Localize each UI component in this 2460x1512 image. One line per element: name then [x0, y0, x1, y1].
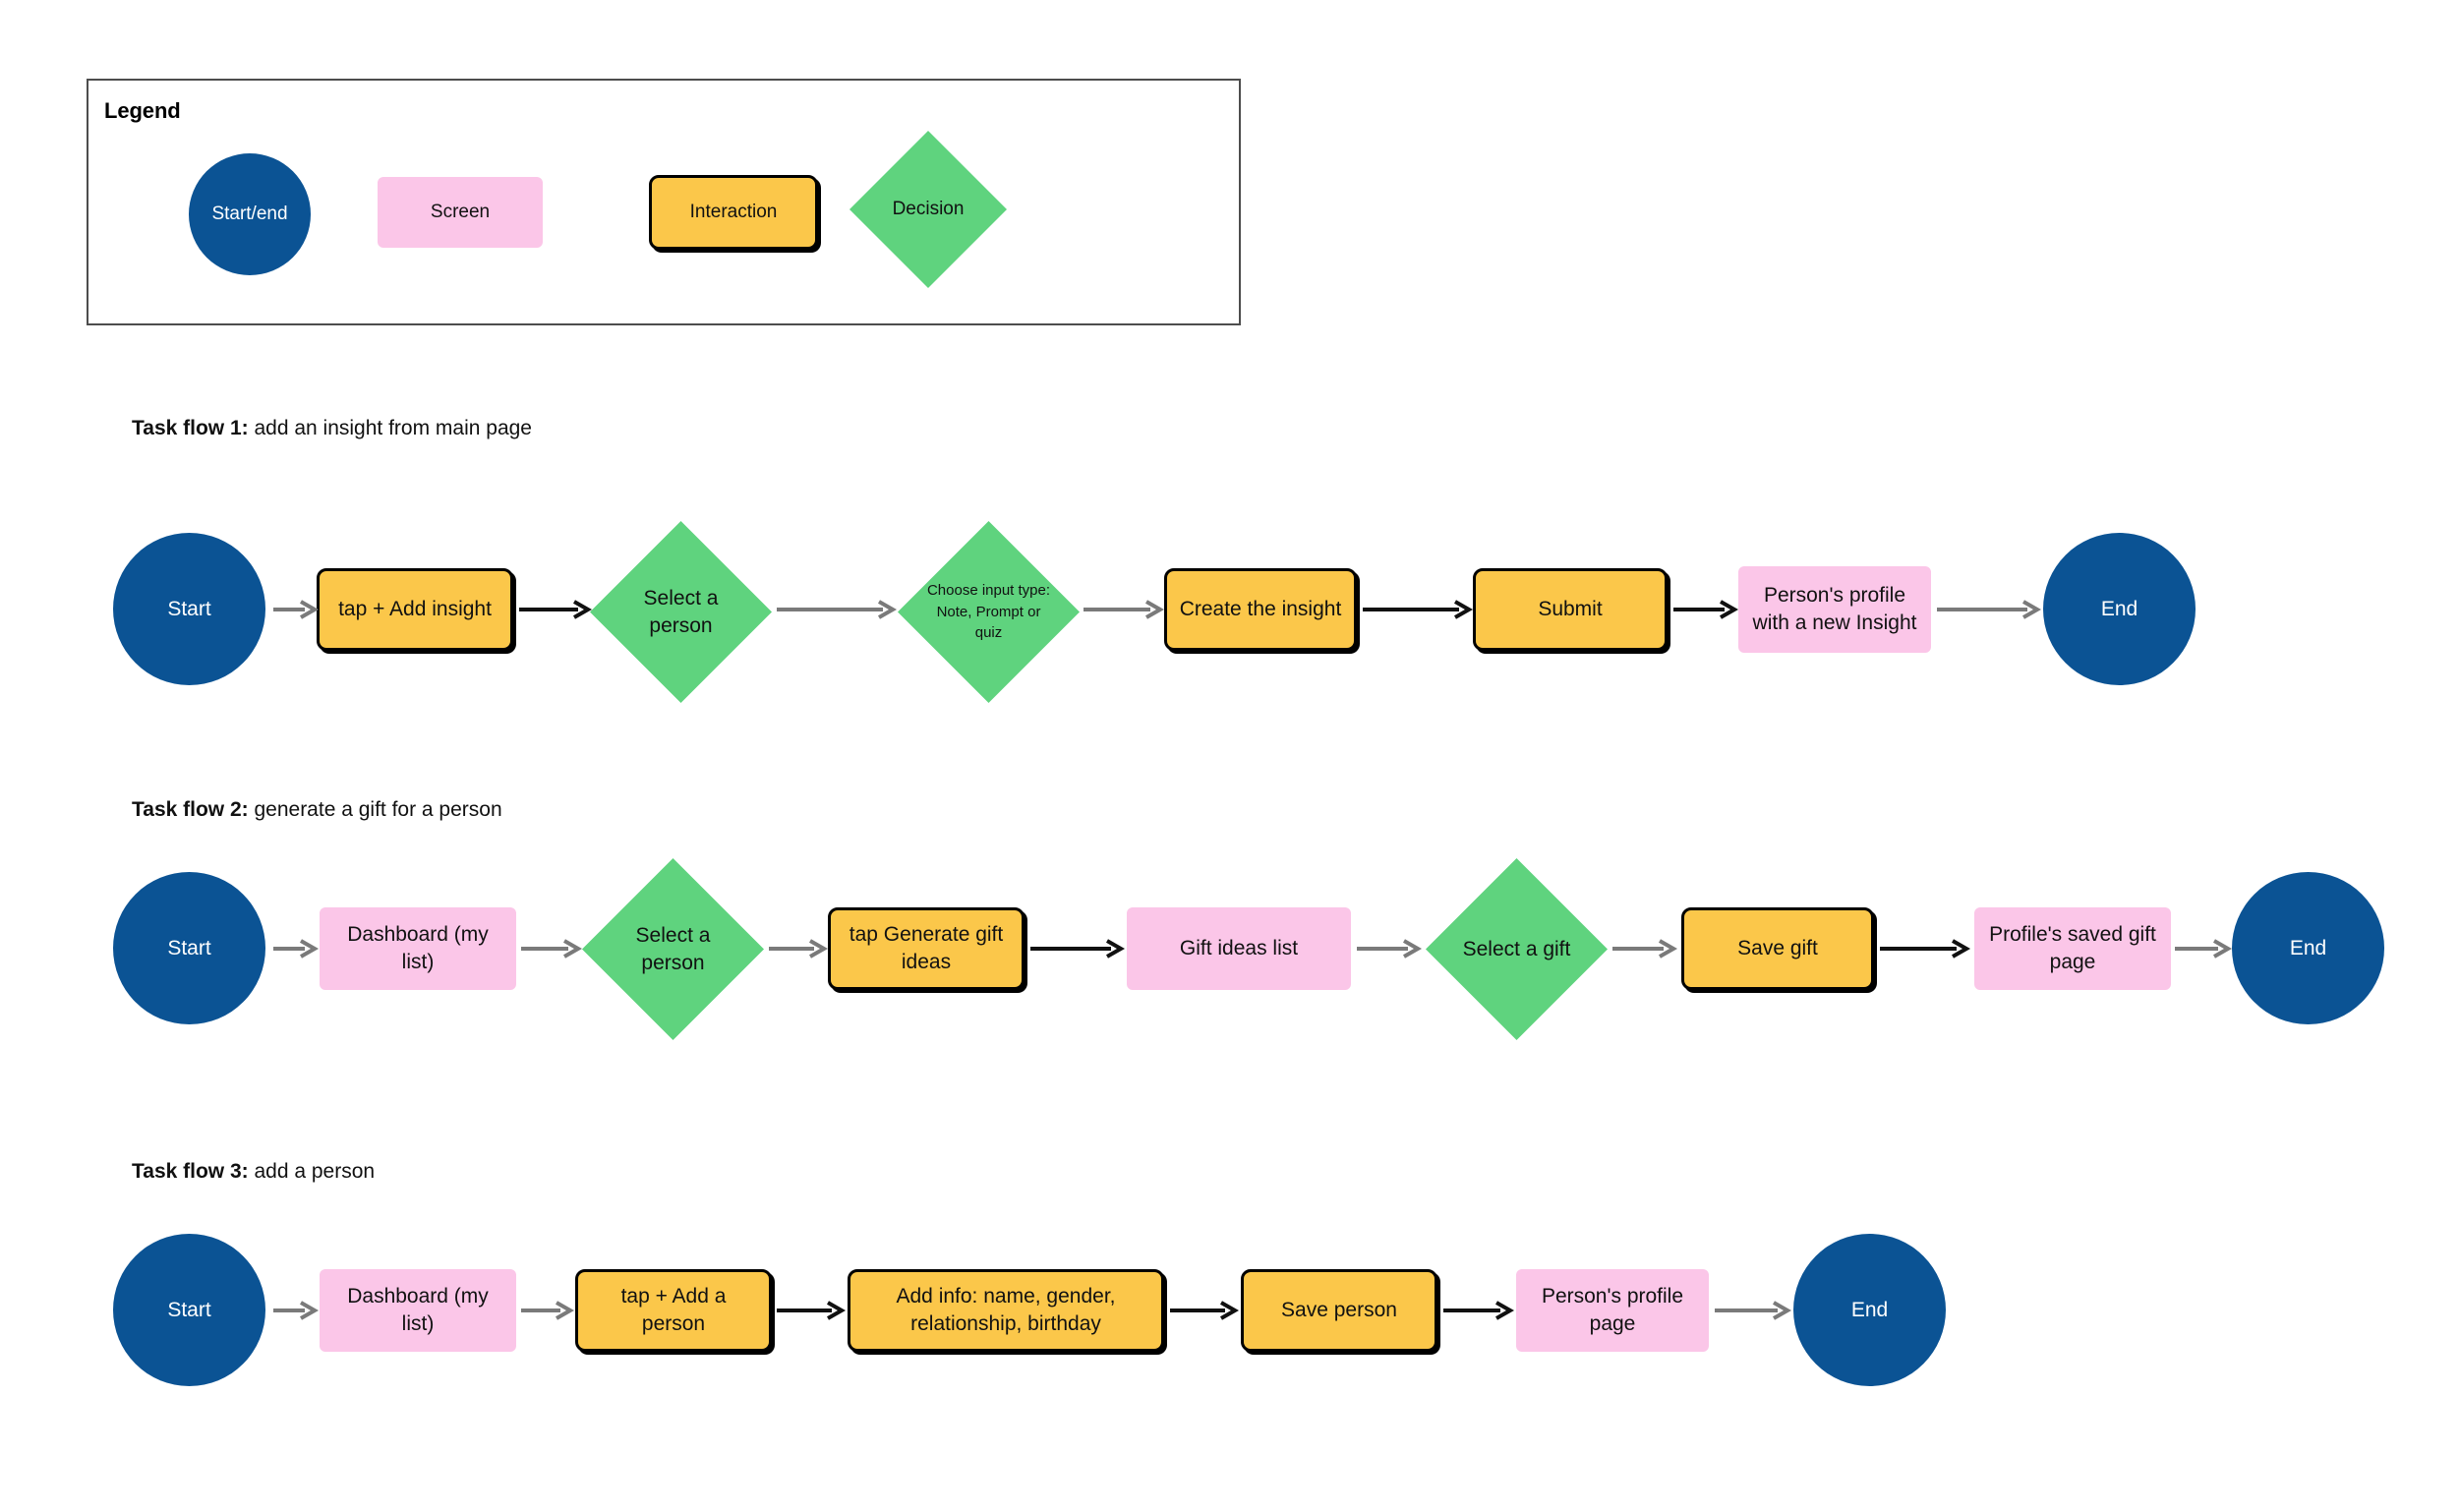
flow1-node-start-label: Start	[167, 597, 211, 620]
flow3-node-dashboard-label: Dashboard (my list)	[347, 1285, 489, 1335]
flow2-node-select-a-gift[interactable]: Select a gift	[1426, 858, 1608, 1040]
flow3-node-person-profile-page[interactable]: Person's profile page	[1516, 1269, 1709, 1352]
legend-label-decision: Decision	[892, 199, 965, 220]
flow1-node-select-a-person[interactable]: Select a person	[590, 521, 772, 703]
flow1-arrow-7	[1937, 598, 2042, 621]
flow3-arrow-2	[521, 1299, 575, 1322]
flow-title-2-bold: Task flow 2:	[132, 798, 249, 821]
flow3-node-save-person[interactable]: Save person	[1241, 1269, 1437, 1352]
flow3-node-tap-add-a-person-label: tap + Add a person	[620, 1285, 727, 1335]
flow1-arrow-3	[777, 598, 898, 621]
flow3-arrow-1	[273, 1299, 320, 1322]
flow3-node-start-label: Start	[167, 1298, 211, 1321]
flow1-node-person-profile-new-insight-label: Person's profile with a new Insight	[1752, 584, 1917, 634]
flow2-node-profile-saved-gift-page[interactable]: Profile's saved gift page	[1974, 907, 2171, 990]
flow1-node-choose-input-type[interactable]: Choose input type: Note, Prompt or quiz	[898, 521, 1080, 703]
flow-title-3: Task flow 3: add a person	[132, 1160, 375, 1184]
flow2-node-gift-ideas-list[interactable]: Gift ideas list	[1127, 907, 1351, 990]
flow1-node-tap-add-insight-label: tap + Add insight	[338, 598, 492, 621]
flow2-node-start[interactable]: Start	[113, 872, 265, 1024]
legend-title: Legend	[104, 98, 181, 123]
flow2-node-tap-generate-gift-ideas-label: tap Generate gift ideas	[849, 923, 1004, 973]
flow1-node-tap-add-insight[interactable]: tap + Add insight	[317, 568, 513, 651]
flow3-node-end-label: End	[1850, 1298, 1889, 1321]
flow1-node-submit[interactable]: Submit	[1473, 568, 1668, 651]
flow2-node-select-a-person-label: Select a person	[635, 923, 711, 974]
flow-title-3-bold: Task flow 3:	[132, 1160, 249, 1183]
flow-title-1-rest: add an insight from main page	[248, 417, 532, 439]
flow2-arrow-1	[273, 937, 320, 960]
flow3-node-dashboard[interactable]: Dashboard (my list)	[320, 1269, 516, 1352]
flow3-node-start[interactable]: Start	[113, 1234, 265, 1386]
flow1-arrow-1	[273, 598, 320, 621]
flow1-node-select-a-person-label: Select a person	[643, 586, 719, 637]
flow-title-2-rest: generate a gift for a person	[248, 798, 502, 821]
flow1-arrow-2	[519, 598, 593, 621]
legend-shape-screen: Screen	[378, 177, 543, 248]
flow-title-1: Task flow 1: add an insight from main pa…	[132, 417, 532, 440]
flow1-node-create-the-insight-label: Create the insight	[1179, 598, 1342, 621]
flow-title-3-rest: add a person	[248, 1160, 376, 1183]
flow3-node-save-person-label: Save person	[1281, 1299, 1397, 1322]
flow2-node-save-gift[interactable]: Save gift	[1681, 907, 1874, 990]
flow3-node-person-profile-page-label: Person's profile page	[1541, 1285, 1684, 1335]
legend-shape-interaction: Interaction	[649, 175, 818, 250]
flow1-node-start[interactable]: Start	[113, 533, 265, 685]
legend-label-interaction: Interaction	[689, 202, 778, 223]
flow-title-1-bold: Task flow 1:	[132, 417, 249, 439]
flow2-arrow-3	[769, 937, 829, 960]
legend-label-screen: Screen	[430, 202, 491, 223]
flow2-node-tap-generate-gift-ideas[interactable]: tap Generate gift ideas	[828, 907, 1025, 990]
flow2-arrow-7	[1880, 937, 1971, 960]
flow3-arrow-4	[1170, 1299, 1240, 1322]
flow2-node-profile-saved-gift-page-label: Profile's saved gift page	[1989, 923, 2156, 973]
flow2-node-save-gift-label: Save gift	[1737, 937, 1818, 960]
flow3-arrow-5	[1443, 1299, 1515, 1322]
flow2-arrow-6	[1612, 937, 1678, 960]
flow2-node-end-label: End	[2289, 936, 2327, 960]
flow2-node-select-a-person[interactable]: Select a person	[582, 858, 764, 1040]
flow1-node-person-profile-new-insight[interactable]: Person's profile with a new Insight	[1738, 566, 1931, 653]
flow3-node-add-info[interactable]: Add info: name, gender, relationship, bi…	[848, 1269, 1164, 1352]
legend-shape-start-end: Start/end	[189, 153, 311, 275]
flow1-arrow-4	[1084, 598, 1165, 621]
flow2-node-dashboard[interactable]: Dashboard (my list)	[320, 907, 516, 990]
flow2-node-end[interactable]: End	[2232, 872, 2384, 1024]
flow1-node-choose-input-type-label: Choose input type: Note, Prompt or quiz	[926, 581, 1051, 642]
flow2-node-start-label: Start	[167, 936, 211, 960]
flow3-node-tap-add-a-person[interactable]: tap + Add a person	[575, 1269, 772, 1352]
flow2-arrow-4	[1030, 937, 1126, 960]
flow3-arrow-3	[777, 1299, 847, 1322]
flow2-arrow-2	[521, 937, 583, 960]
flow1-node-end-label: End	[2100, 597, 2138, 620]
flow2-node-select-a-gift-label: Select a gift	[1462, 937, 1571, 960]
flow-title-2: Task flow 2: generate a gift for a perso…	[132, 798, 502, 822]
flow1-node-create-the-insight[interactable]: Create the insight	[1164, 568, 1357, 651]
flow2-node-gift-ideas-list-label: Gift ideas list	[1179, 937, 1299, 960]
legend-label-start-end: Start/end	[211, 204, 288, 225]
flow1-arrow-5	[1363, 598, 1474, 621]
flow2-arrow-8	[2175, 937, 2233, 960]
flow1-arrow-6	[1673, 598, 1739, 621]
flow3-arrow-6	[1715, 1299, 1792, 1322]
flow2-node-dashboard-label: Dashboard (my list)	[347, 923, 489, 973]
flow1-node-submit-label: Submit	[1538, 598, 1603, 621]
flow1-node-end[interactable]: End	[2043, 533, 2196, 685]
flow3-node-end[interactable]: End	[1793, 1234, 1946, 1386]
flow2-arrow-5	[1357, 937, 1423, 960]
flow3-node-add-info-label: Add info: name, gender, relationship, bi…	[896, 1285, 1116, 1335]
